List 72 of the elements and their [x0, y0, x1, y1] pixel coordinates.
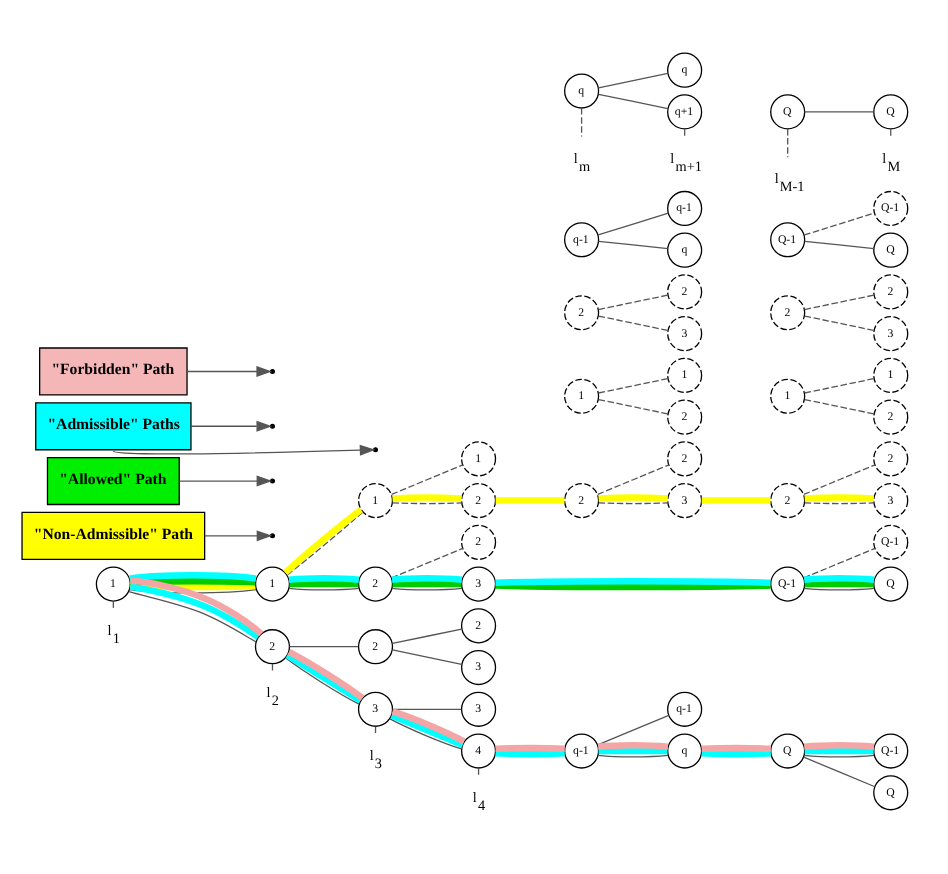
connector [288, 573, 360, 582]
connector [804, 293, 875, 310]
connector [392, 579, 462, 587]
connector [112, 599, 114, 609]
connector [804, 746, 874, 754]
connector [391, 546, 464, 578]
arrow [204, 529, 273, 541]
connector [803, 753, 875, 757]
connector [374, 724, 377, 734]
connector [389, 717, 463, 749]
connector [804, 579, 874, 587]
connector [391, 501, 463, 504]
connector [580, 106, 583, 137]
connector [597, 463, 670, 495]
connector [598, 746, 668, 754]
connector [288, 586, 360, 590]
connector [597, 377, 669, 393]
connector [130, 581, 256, 590]
connector [597, 293, 669, 310]
connector [804, 377, 875, 393]
connector [391, 586, 463, 590]
connector [597, 211, 669, 235]
connector [288, 645, 359, 647]
connector [597, 397, 669, 414]
connector [392, 493, 462, 501]
connector [597, 713, 670, 745]
connector [391, 627, 463, 644]
connector [804, 314, 875, 331]
connector [804, 239, 875, 249]
connector [391, 707, 462, 709]
connector [804, 397, 875, 414]
connector [495, 743, 565, 752]
connector [803, 740, 875, 749]
connector [597, 239, 669, 249]
arrow [190, 419, 273, 431]
connector [597, 314, 669, 331]
connector [597, 501, 669, 504]
connector [597, 740, 669, 749]
connector [391, 573, 463, 582]
connector [701, 743, 771, 752]
connector [597, 71, 669, 88]
arrow [112, 443, 376, 455]
connector [129, 571, 257, 581]
connector [289, 579, 359, 587]
connector [701, 748, 771, 757]
connector [495, 576, 771, 585]
connector [701, 496, 771, 503]
connector [495, 496, 565, 503]
connector [803, 211, 875, 235]
connector [128, 590, 257, 642]
arrow [178, 474, 273, 486]
connector [598, 493, 668, 501]
connector [803, 463, 876, 495]
connector [597, 753, 669, 757]
connector [391, 648, 463, 664]
connector [803, 586, 875, 590]
connector [495, 748, 565, 757]
connector [804, 501, 875, 504]
connector [803, 755, 876, 787]
connector [684, 127, 686, 137]
arrow [186, 365, 273, 376]
connector [787, 127, 789, 157]
connector [804, 110, 875, 112]
connector [495, 581, 771, 590]
connector [803, 546, 876, 578]
connector [477, 766, 480, 776]
connector [890, 127, 892, 137]
connector [391, 463, 464, 495]
connector [597, 92, 669, 109]
connector [271, 662, 274, 671]
connector [804, 493, 874, 501]
connector [803, 573, 875, 582]
